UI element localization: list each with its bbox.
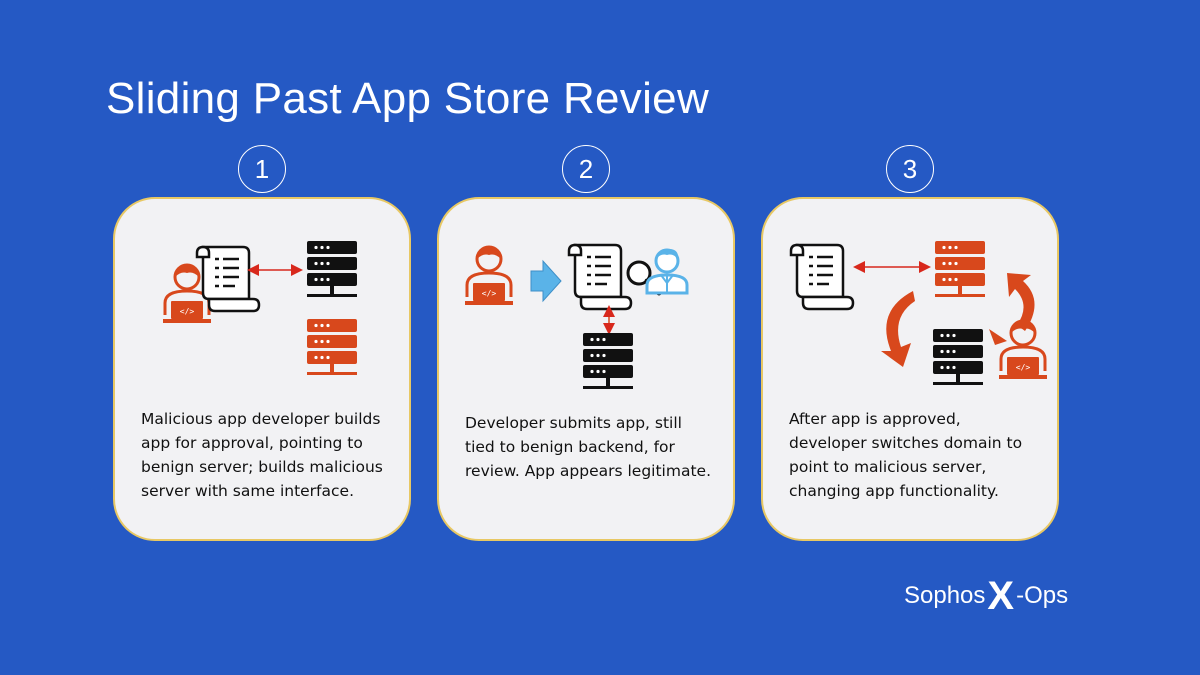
malicious-server-icon: [935, 241, 985, 297]
step-card-1: Malicious app developer builds app for a…: [113, 197, 411, 541]
scroll-icon: [195, 245, 261, 313]
step-card-2: Developer submits app, still tied to ben…: [437, 197, 735, 541]
malicious-server-icon: [307, 319, 357, 375]
step-3-description: After app is approved, developer switche…: [789, 410, 1023, 500]
step-2-illustration: [463, 243, 689, 389]
submit-arrow-icon: [530, 259, 562, 303]
scroll-icon: [567, 243, 633, 311]
reviewer-icon: [645, 247, 689, 295]
step-number-2: 2: [562, 145, 610, 193]
switch-arrow-icon: [1007, 273, 1035, 331]
benign-server-icon: [307, 241, 357, 297]
scroll-icon: [789, 243, 855, 311]
brand-part-3: -Ops: [1016, 582, 1069, 609]
step-1-illustration: [161, 241, 357, 375]
step-1-description: Malicious app developer builds app for a…: [141, 410, 383, 500]
developer-icon: [997, 319, 1049, 381]
step-3-illustration: [789, 241, 1049, 385]
developer-icon: [463, 245, 515, 307]
switch-arrow-icon: [881, 291, 915, 367]
brand-logo: Sophos X -Ops: [904, 574, 1069, 618]
step-card-3: After app is approved, developer switche…: [761, 197, 1059, 541]
brand-part-1: Sophos: [904, 582, 986, 609]
benign-server-icon: [933, 329, 983, 385]
pointer-icon: [989, 329, 1007, 345]
step-number-3: 3: [886, 145, 934, 193]
step-2-description: Developer submits app, still tied to ben…: [465, 414, 711, 480]
step-number-1: 1: [238, 145, 286, 193]
benign-server-icon: [583, 333, 633, 389]
page-title: Sliding Past App Store Review: [106, 74, 710, 123]
brand-part-2: X: [987, 574, 1015, 618]
